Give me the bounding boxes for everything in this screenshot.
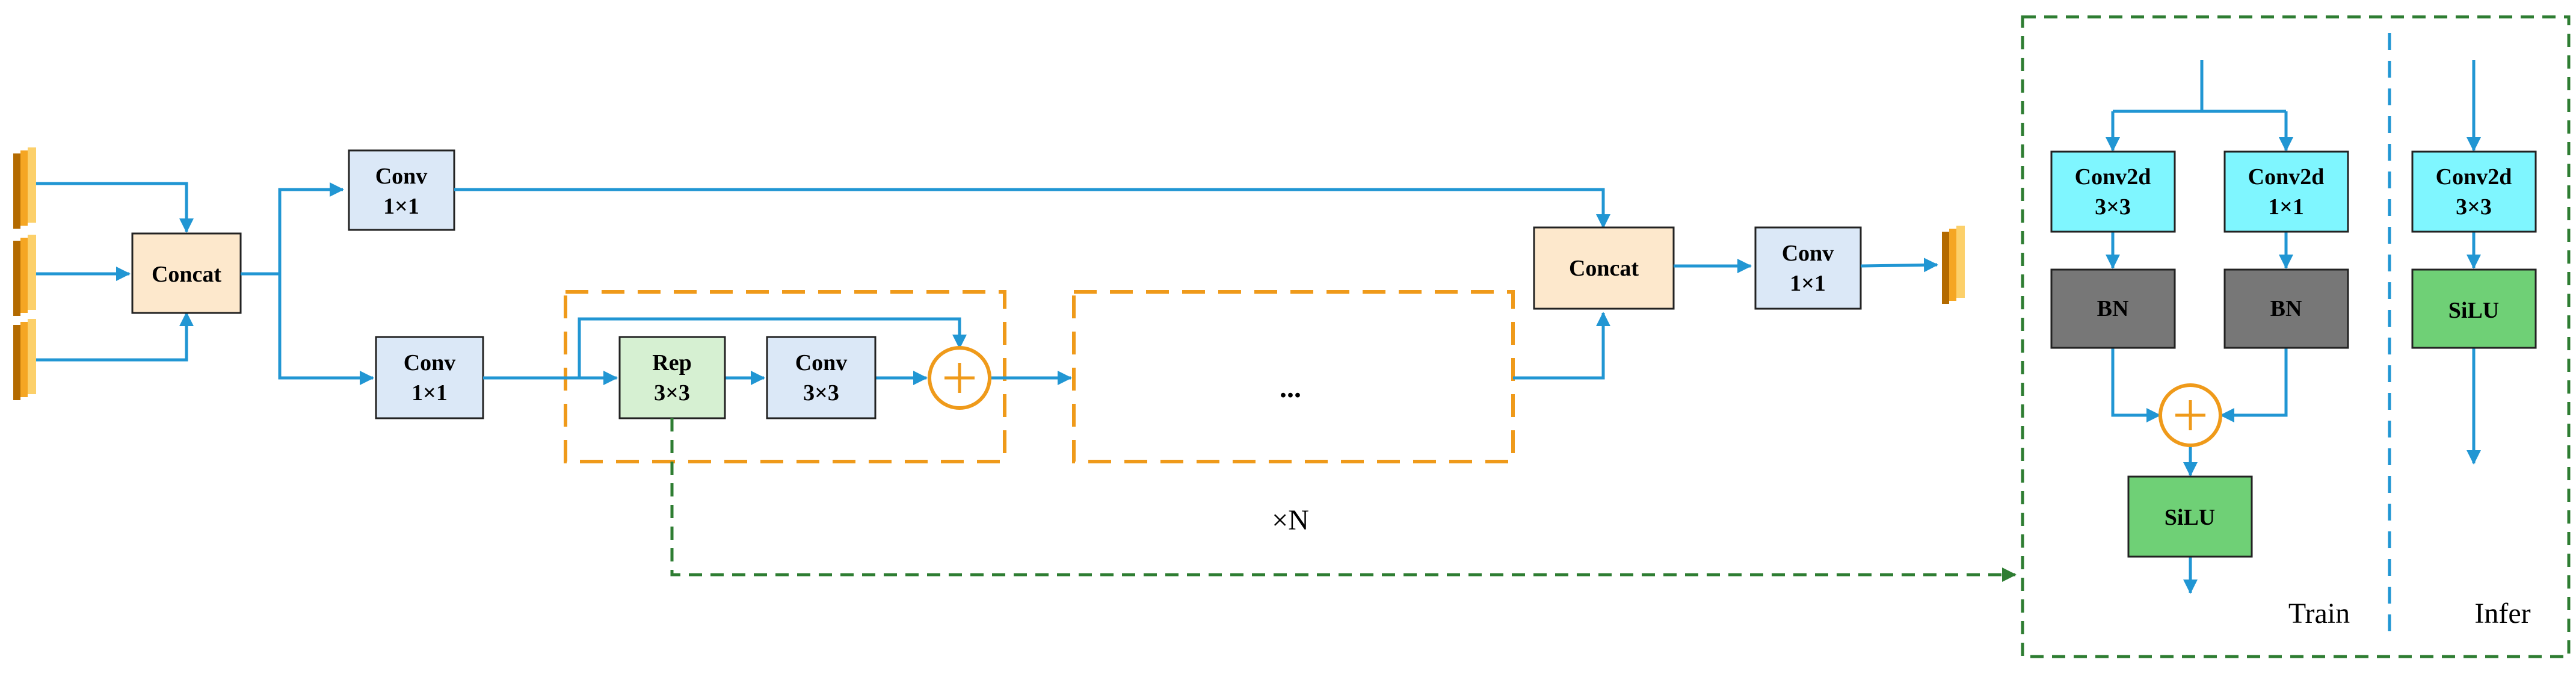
conv-top-label-1: Conv [375,164,428,189]
concat-right-label: Concat [1569,256,1639,281]
conv-inner-label-2: 3×3 [803,380,839,406]
arrow-skip-connection [578,317,967,378]
arrow-concat-conv-bottom [278,274,374,385]
arrow-input3-concat [36,312,194,362]
input-feature-map-2 [13,235,36,316]
train-silu: SiLU [2127,475,2253,558]
train-add-node [2158,383,2222,447]
rep-expansion-connector [670,418,2017,582]
train-conv2d-a-label-1: Conv2d [2075,164,2151,190]
input-feature-map-1 [13,147,36,229]
train-bn-b: BN [2223,268,2349,349]
arrow-conv-top-concat-right [454,188,1610,229]
infer-silu-label: SiLU [2448,298,2499,323]
conv-out-block: Conv 1×1 [1754,226,1862,310]
train-bn-a-label: BN [2097,296,2129,321]
output-feature-map [1942,226,1965,304]
train-label: Train [2288,598,2350,629]
conv-bottom-label-1: Conv [404,350,456,376]
train-conv2d-b-label-2: 1×1 [2268,194,2304,220]
train-silu-label: SiLU [2165,505,2215,530]
rep-detail-panel [2021,15,2571,658]
rep-label-2: 3×3 [654,380,690,406]
conv-out-label-2: 1×1 [1790,271,1826,296]
input-feature-map-3 [13,319,36,400]
conv-top-label-2: 1×1 [383,194,419,219]
train-conv2d-a-label-2: 3×3 [2095,194,2131,220]
infer-conv2d: Conv2d 3×3 [2411,150,2537,233]
conv-bottom-label-2: 1×1 [411,380,448,406]
arrow-module-concat-right [1513,312,1610,380]
infer-conv2d-label-2: 3×3 [2456,194,2492,220]
rep-block: Rep 3×3 [618,336,726,419]
train-bn-a: BN [2050,268,2176,349]
concat-left-block: Concat [131,232,242,314]
conv-inner-label-1: Conv [795,350,848,376]
repeat-count-label: ×N [1272,504,1309,536]
train-bn-b-label: BN [2270,296,2302,321]
conv-bottom-block: Conv 1×1 [375,336,484,419]
arrow-concat-conv-top [241,182,344,276]
infer-label: Infer [2474,598,2530,629]
infer-silu: SiLU [2411,268,2537,349]
infer-conv2d-label-1: Conv2d [2436,164,2512,190]
train-conv2d-b-label-1: Conv2d [2248,164,2325,190]
ellipsis-label: ... [1280,372,1301,404]
concat-right-block: Concat [1533,226,1675,310]
arrow-conv-out-output [1860,258,1938,273]
conv-inner-block: Conv 3×3 [766,336,877,419]
concat-left-label: Concat [152,262,221,287]
arrow-input1-concat [36,182,194,233]
arrow-bn-b-add [2220,348,2288,422]
rep-label-1: Rep [652,350,691,376]
add-node-main [928,346,991,410]
conv-top-block: Conv 1×1 [348,149,455,231]
train-conv2d-a: Conv2d 3×3 [2050,150,2176,233]
conv-out-label-1: Conv [1782,241,1834,266]
arrow-bn-a-add [2111,348,2161,422]
train-conv2d-b: Conv2d 1×1 [2223,150,2349,233]
